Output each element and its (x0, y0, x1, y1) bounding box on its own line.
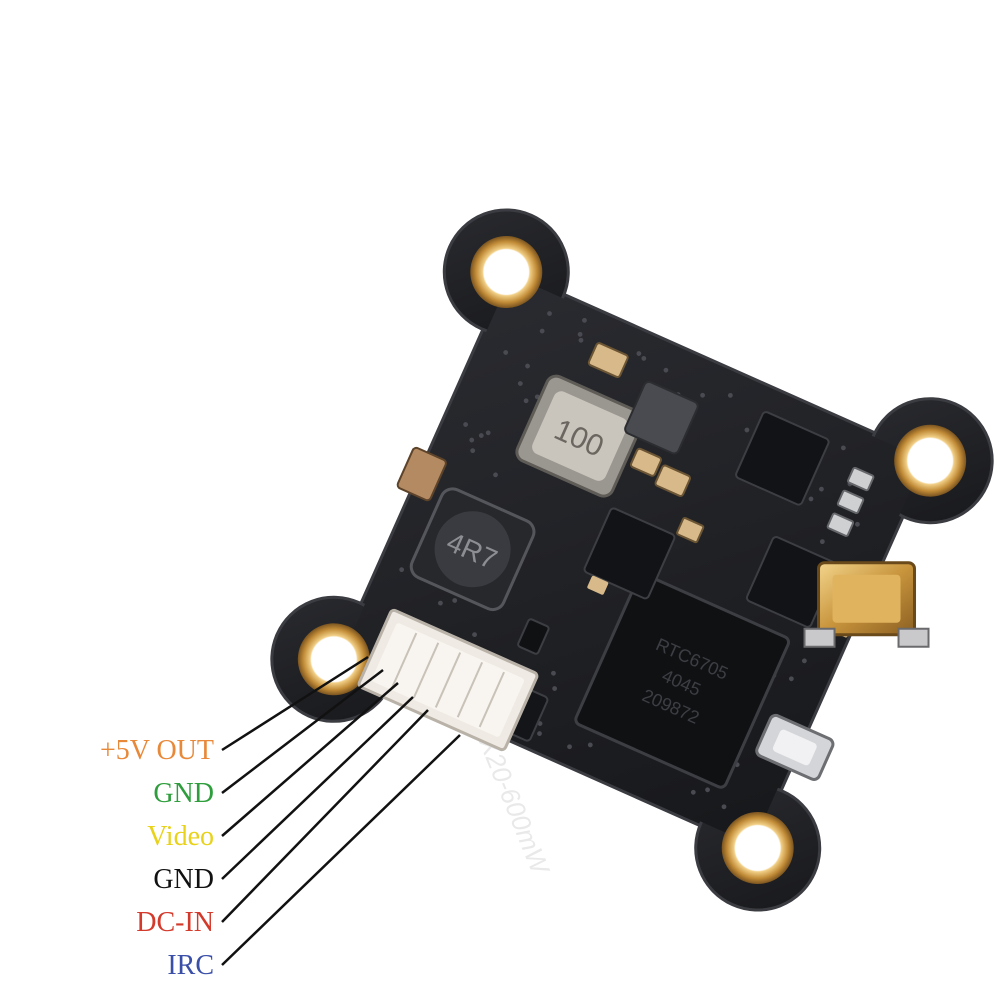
smd-passives (396, 342, 875, 655)
via-dot (801, 658, 807, 664)
mounting-hole (721, 812, 794, 885)
via-dot (539, 328, 545, 334)
via-dot (470, 448, 476, 454)
qfn-chip (583, 507, 676, 600)
via-dot (705, 787, 710, 793)
leader-line (221, 734, 461, 966)
via-dot (636, 351, 642, 356)
inductor-top: 100 (515, 374, 645, 498)
leader-line (221, 655, 369, 752)
via-dot (819, 539, 825, 545)
via-dot (472, 632, 477, 638)
via-dot (485, 430, 491, 436)
pin-leader-lines (221, 655, 461, 966)
pin-label-dc-in: DC-IN (136, 907, 214, 938)
via-dot (523, 398, 529, 404)
via-dot (463, 422, 469, 427)
via-dot (537, 731, 542, 736)
via-dot (587, 742, 593, 748)
via-dot (567, 744, 572, 750)
jst-connector (357, 608, 539, 752)
pin-label-video: Video (147, 821, 214, 852)
via-dot (547, 311, 552, 316)
via-dot (503, 350, 509, 355)
via-dot (438, 600, 443, 606)
via-dot (840, 445, 846, 451)
rtc6705-chip: RTC6705 4045 209872 (574, 573, 791, 789)
ufl-antenna-connector (803, 561, 930, 648)
leader-line (221, 682, 399, 837)
via-dot (551, 670, 556, 676)
mounting-hole (297, 623, 370, 696)
via-dot (452, 598, 458, 603)
via-dot (727, 392, 733, 398)
pcb-board: 100 4R7 RTC6705 4045 209872 (270, 208, 994, 912)
pin-label-irc: IRC (167, 950, 214, 981)
via-dot (855, 521, 860, 527)
via-dot (700, 392, 706, 398)
qfn-chip (735, 411, 830, 506)
via-dot (744, 427, 750, 433)
via-dot (663, 367, 669, 373)
via-dot (469, 437, 475, 443)
via-dot (517, 381, 523, 386)
inductor-bottom: 4R7 (409, 487, 536, 612)
via-dot (525, 363, 530, 369)
leader-line (221, 709, 429, 923)
via-dot (582, 317, 587, 323)
via-dot (641, 355, 647, 361)
leader-line (221, 696, 414, 880)
via-dot (578, 337, 584, 343)
via-dot (690, 789, 696, 795)
via-dot (577, 331, 583, 337)
via-dot (493, 472, 498, 478)
mounting-hole (894, 424, 967, 497)
via-dot (399, 567, 405, 573)
crystal-chip (624, 380, 699, 455)
via-dot (552, 686, 558, 691)
via-dot (819, 486, 824, 492)
leader-line (221, 669, 384, 794)
mounting-hole (470, 235, 543, 308)
pin-label-gnd-2: GND (153, 864, 214, 895)
via-dot (788, 676, 794, 682)
via-dot (478, 433, 484, 438)
pin-label-5v-out: +5V OUT (99, 735, 214, 766)
via-dot (721, 804, 727, 810)
via-dot (808, 496, 814, 502)
push-button (755, 713, 835, 781)
pin-label-gnd-1: GND (153, 778, 214, 809)
